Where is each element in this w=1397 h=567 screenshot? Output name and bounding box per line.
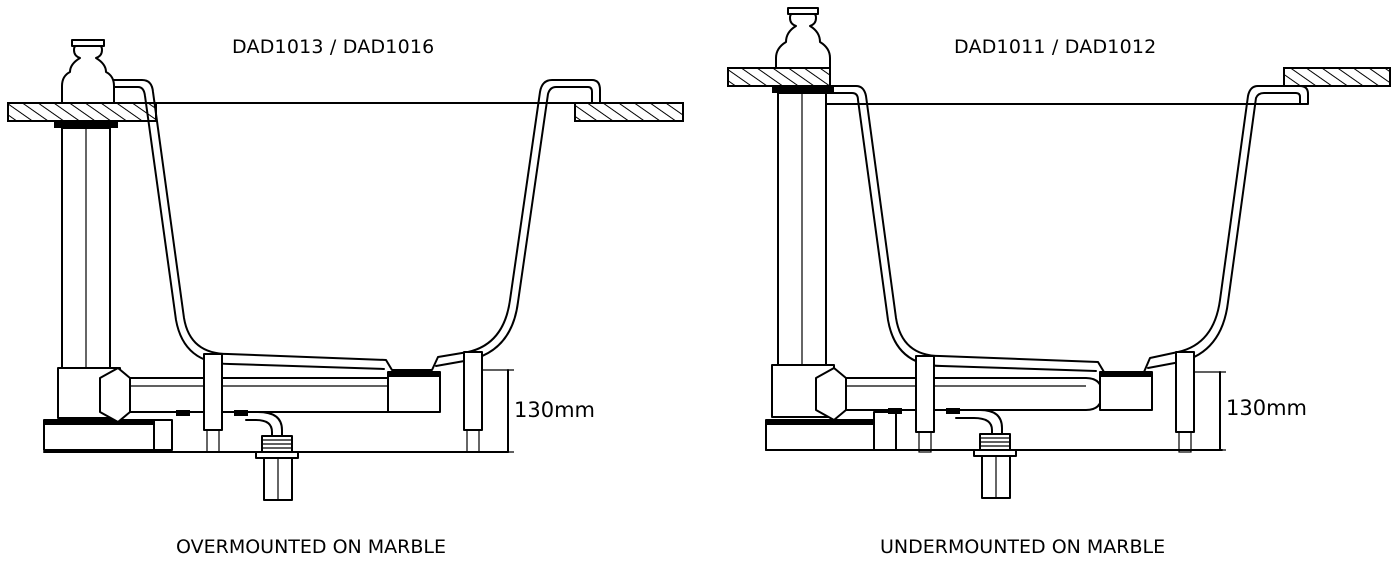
sink-basin-inner: [815, 92, 1097, 372]
right-dimension-label: 130mm: [1226, 396, 1307, 420]
left-caption: OVERMOUNTED ON MARBLE: [176, 536, 446, 558]
pillar-collar: [54, 121, 118, 128]
waste-pipe: [109, 377, 393, 413]
support-leg-left: [915, 355, 935, 433]
waste-box: [1099, 371, 1153, 411]
sink-basin-inner: [97, 86, 385, 370]
right-model-title: DAD1011 / DAD1012: [954, 36, 1157, 58]
pipe-nut: [815, 367, 847, 421]
tap-knob: [775, 11, 831, 69]
marble-slab-right: [1283, 67, 1391, 87]
tap-knob: [61, 43, 115, 104]
pillar-collar: [772, 86, 834, 93]
marble-slab-left: [727, 67, 831, 87]
sink-basin: [805, 85, 1309, 373]
marble-slab-left: [7, 102, 157, 122]
right-caption: UNDERMOUNTED ON MARBLE: [880, 536, 1166, 558]
undermounted-drawing: [727, 7, 1391, 499]
waste-box: [387, 371, 441, 413]
support-leg-right: [1175, 351, 1195, 433]
left-model-title: DAD1013 / DAD1016: [232, 36, 435, 58]
sink-basin: [87, 79, 601, 371]
waste-pipe: [825, 377, 1103, 411]
pipe-nut: [99, 367, 131, 423]
left-dimension-label: 130mm: [514, 398, 595, 422]
overmounted-drawing: [7, 39, 684, 501]
marble-slab-right: [574, 102, 684, 122]
support-leg-left: [203, 353, 223, 431]
support-leg-right: [463, 351, 483, 431]
